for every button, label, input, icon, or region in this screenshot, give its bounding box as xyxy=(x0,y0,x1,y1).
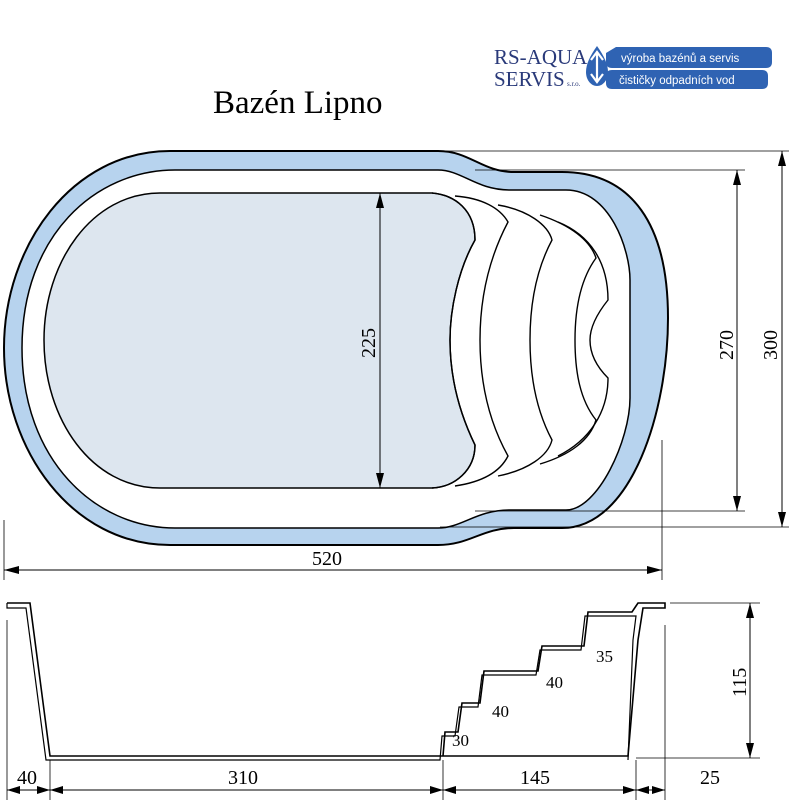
dim-depth: 115 xyxy=(636,602,760,759)
step3-label: 40 xyxy=(546,673,563,692)
dim-length: 520 xyxy=(3,440,663,580)
logo-line1: RS-AQUA xyxy=(494,45,588,69)
dim-right-end-label: 25 xyxy=(700,767,720,789)
dim-bottom-length-label: 310 xyxy=(228,767,258,789)
dim-outer-width: 300 xyxy=(440,150,789,528)
company-logo: RS-AQUA SERVIS s.r.o. výroba bazénů a se… xyxy=(494,45,772,91)
logo-line2: SERVIS xyxy=(494,67,565,91)
logo-suffix: s.r.o. xyxy=(567,80,581,88)
section-profile xyxy=(7,602,666,757)
step1-label: 30 xyxy=(452,731,469,750)
step2-label: 40 xyxy=(492,702,509,721)
badge-line2: čističky odpadních vod xyxy=(619,75,735,87)
dim-mid-width: 270 xyxy=(475,169,745,512)
dim-length-label: 520 xyxy=(312,548,342,570)
dim-bottom-chain: 40 310 145 25 xyxy=(6,620,720,800)
pool-water xyxy=(43,192,476,489)
dim-stairs-length-label: 145 xyxy=(520,767,550,789)
dim-bottom-left-label: 40 xyxy=(17,767,37,789)
section-view: 30 40 40 35 115 xyxy=(6,602,760,800)
plan-stairs xyxy=(431,192,609,489)
badge-line1: výroba bazénů a servis xyxy=(621,53,740,65)
diagram-title: Bazén Lipno xyxy=(213,85,383,121)
dim-inner-width-label: 225 xyxy=(358,328,380,358)
dim-mid-width-label: 270 xyxy=(716,330,738,360)
logo-badge: výroba bazénů a servis čističky odpadníc… xyxy=(606,47,772,89)
plan-view: 225 270 300 520 xyxy=(2,150,789,580)
dim-depth-label: 115 xyxy=(729,668,751,697)
dim-inner-width: 225 xyxy=(358,193,384,488)
water-drop-icon xyxy=(586,46,608,86)
step4-label: 35 xyxy=(596,647,613,666)
dim-outer-width-label: 300 xyxy=(760,330,782,360)
